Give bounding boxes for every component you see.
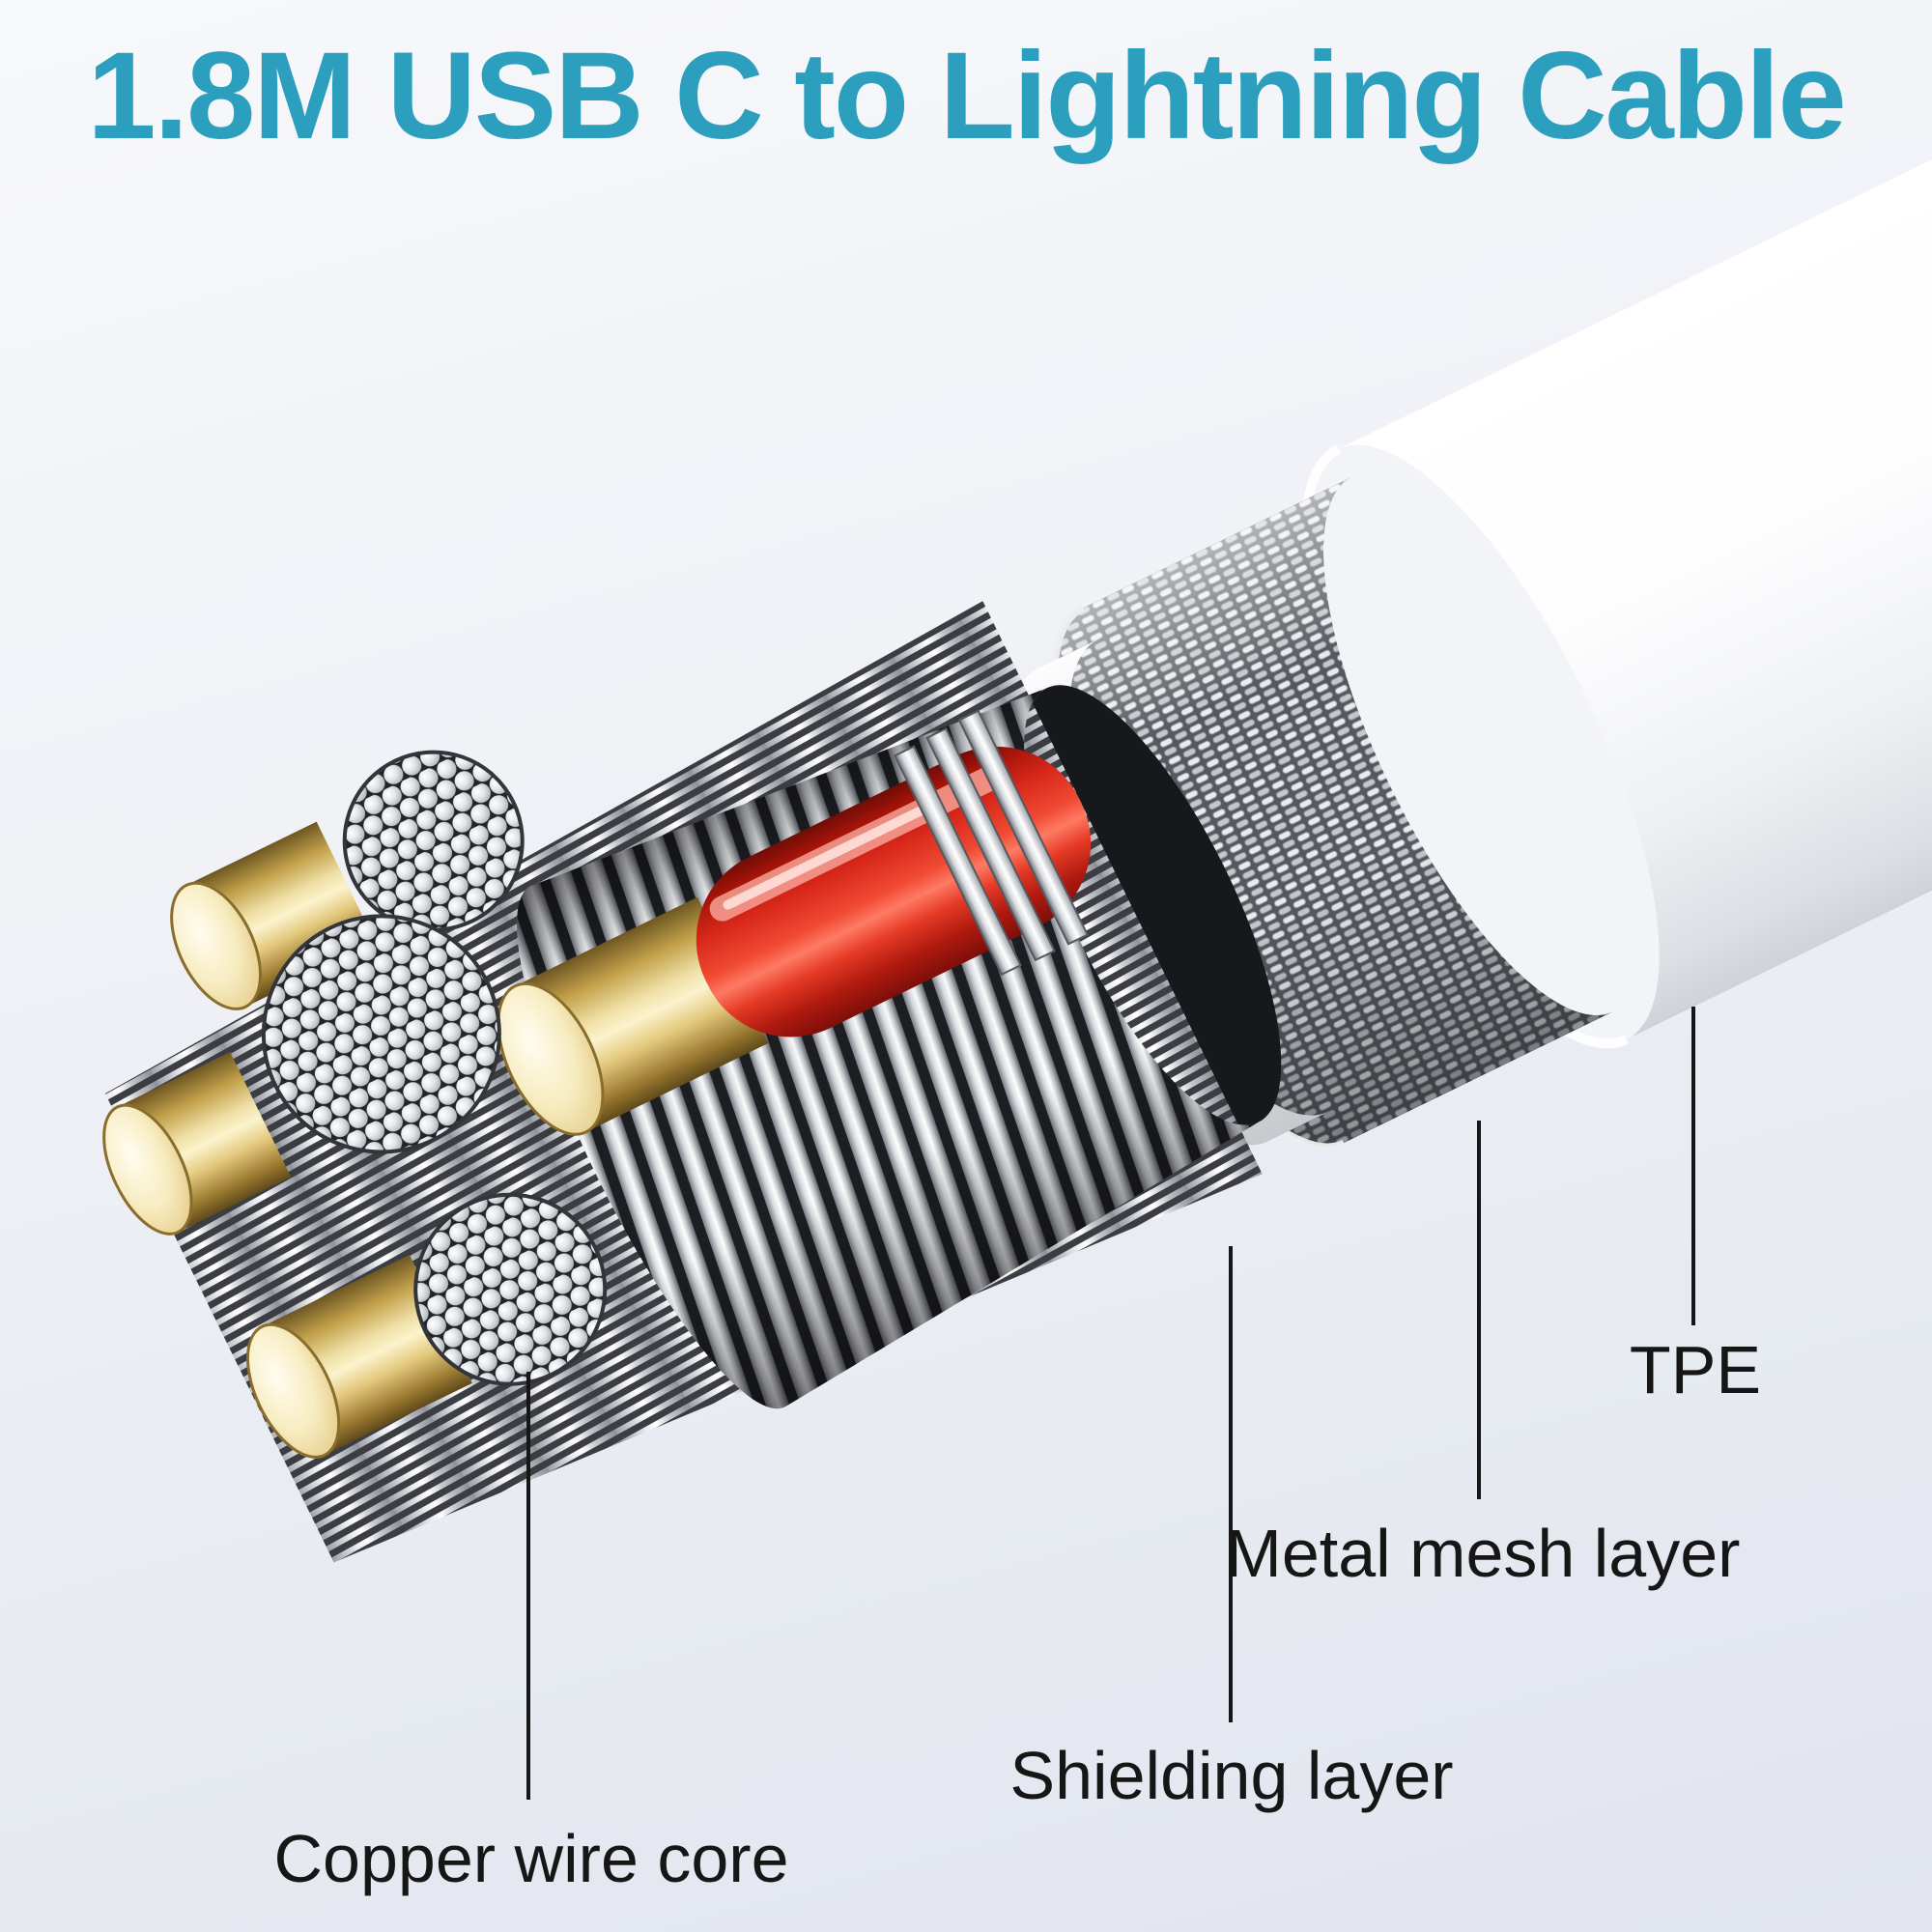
shielding-leader-line — [1229, 1246, 1233, 1722]
shielding-label: Shielding layer — [1009, 1738, 1454, 1813]
copper-core-middle — [102, 914, 501, 1236]
tpe-label: TPE — [1629, 1332, 1762, 1407]
copper-core-label: Copper wire core — [273, 1821, 789, 1896]
page-title: 1.8M USB C to Lightning Cable — [87, 27, 1846, 165]
red-insulated-wire — [696, 709, 1092, 1037]
tpe-leader-line — [1691, 1007, 1695, 1325]
metal-mesh-leader-line — [1477, 1121, 1481, 1499]
shielding-coils — [517, 688, 1259, 1409]
copper-core-leader-line — [526, 1372, 530, 1800]
cable-cavity — [1024, 685, 1282, 1125]
copper-core-bottom — [245, 1192, 608, 1459]
metal-mesh-label: Metal mesh layer — [1225, 1516, 1741, 1591]
